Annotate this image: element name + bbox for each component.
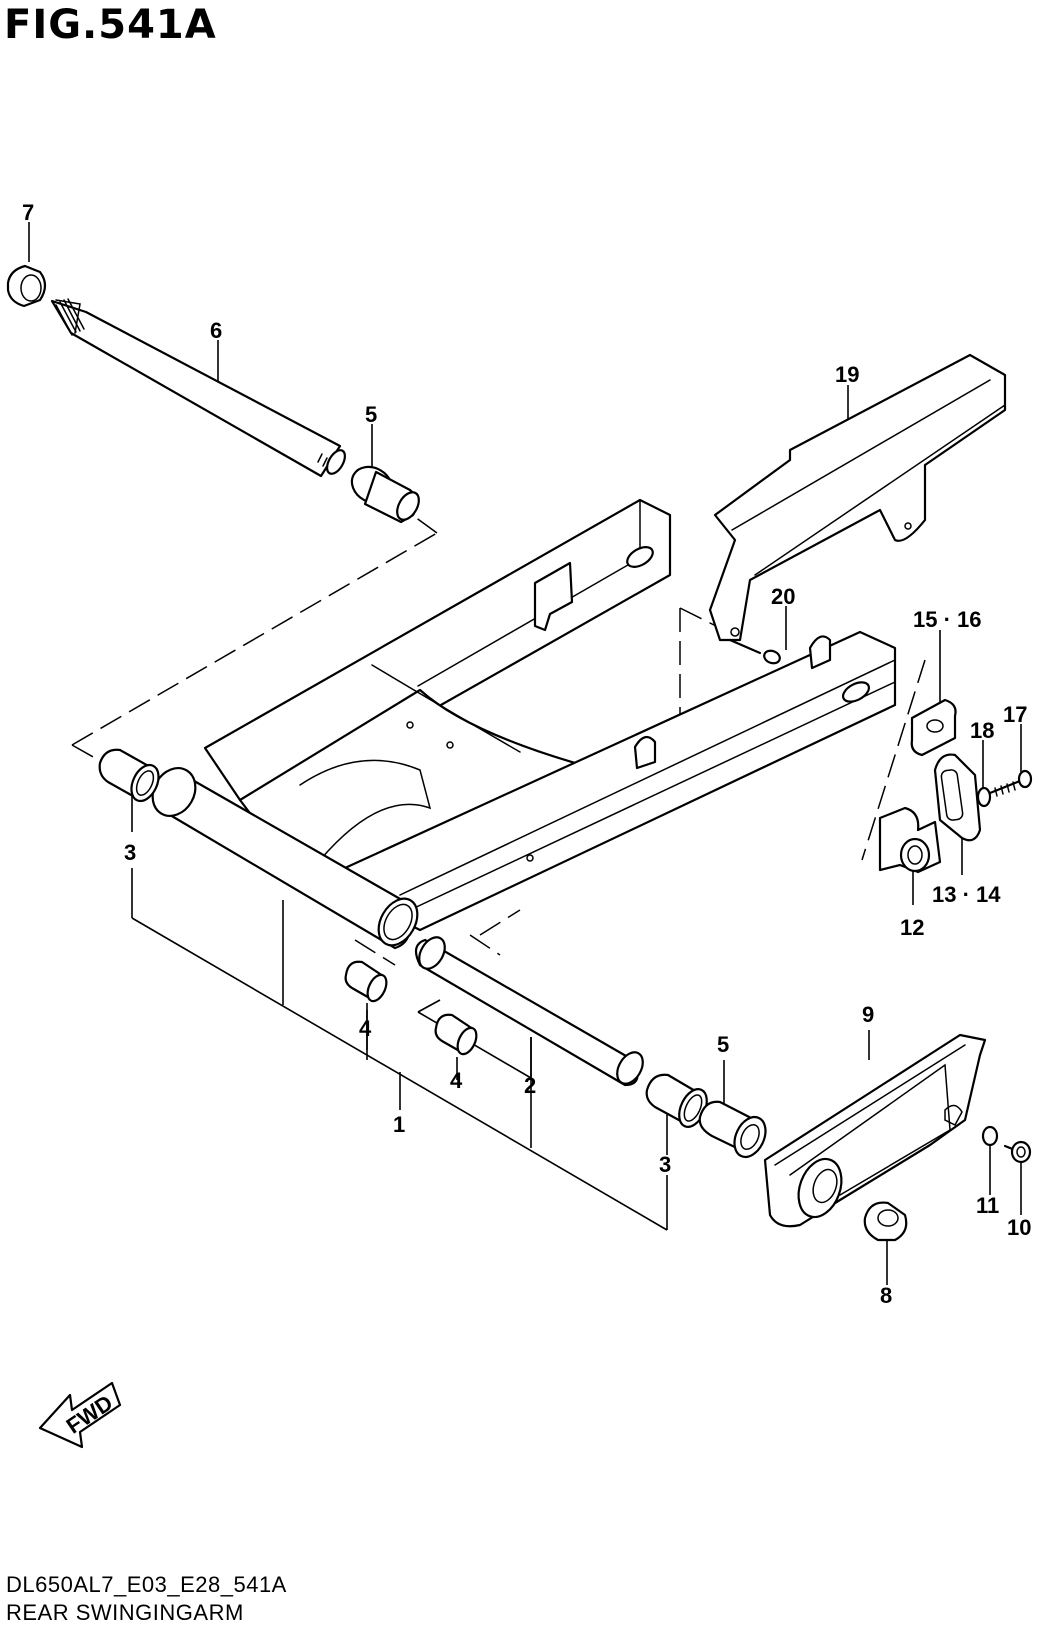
part-5-collar-upper [350, 465, 420, 524]
callout-4-right: 4 [450, 1068, 463, 1093]
part-6-pivot-shaft [50, 298, 346, 478]
callout-8: 8 [880, 1283, 892, 1308]
callout-6: 6 [210, 318, 222, 343]
part-4-needle-bearing-left [344, 960, 388, 1003]
callout-1: 1 [393, 1112, 405, 1137]
part-18-washer [976, 786, 992, 808]
part-3-bearing-left [98, 748, 160, 803]
callout-labels: 7 6 5 19 20 15 · 16 17 18 3 13 · 14 12 9… [22, 200, 1031, 1308]
callout-2: 2 [524, 1073, 536, 1098]
callout-10: 10 [1007, 1215, 1031, 1240]
part-13-14-adjuster [933, 753, 982, 842]
fwd-arrow-icon: FWD [38, 1381, 122, 1449]
part-1-swingarm [151, 498, 897, 950]
part-11-collar [981, 1125, 999, 1147]
part-17-bolt [988, 769, 1033, 797]
callout-11: 11 [976, 1193, 999, 1218]
callout-12: 12 [900, 915, 924, 940]
callout-17: 17 [1003, 702, 1027, 727]
callout-13-14: 13 · 14 [932, 882, 1001, 907]
callout-5-lower: 5 [717, 1032, 729, 1057]
callout-9: 9 [862, 1002, 874, 1027]
callout-19: 19 [835, 362, 859, 387]
part-5-collar-lower [698, 1100, 767, 1159]
diagram-code: DL650AL7_E03_E28_541A [6, 1572, 287, 1597]
callout-15-16: 15 · 16 [913, 607, 982, 632]
part-12-bracket [878, 806, 942, 874]
part-15-16-plate [910, 698, 957, 757]
part-20-screw [728, 638, 781, 665]
part-4-needle-bearing-right [434, 1013, 478, 1056]
diagram-name: REAR SWINGINGARM [6, 1600, 244, 1625]
part-8-nut [863, 1201, 908, 1242]
figure-title: FIG.541A [4, 2, 217, 48]
callout-20: 20 [771, 584, 795, 609]
callout-3-right: 3 [659, 1152, 671, 1177]
callout-3-left: 3 [124, 840, 136, 865]
callout-5-upper: 5 [365, 402, 377, 427]
part-19-chain-guard [708, 353, 1007, 642]
part-10-bolt [1003, 1140, 1032, 1164]
callout-7: 7 [22, 200, 34, 225]
callout-18: 18 [970, 718, 994, 743]
part-7-nut [6, 264, 47, 308]
part-2-spacer [414, 936, 644, 1087]
leader-lines [28, 222, 1022, 1285]
callout-4-left: 4 [359, 1016, 372, 1041]
part-9-cover [763, 1033, 987, 1228]
